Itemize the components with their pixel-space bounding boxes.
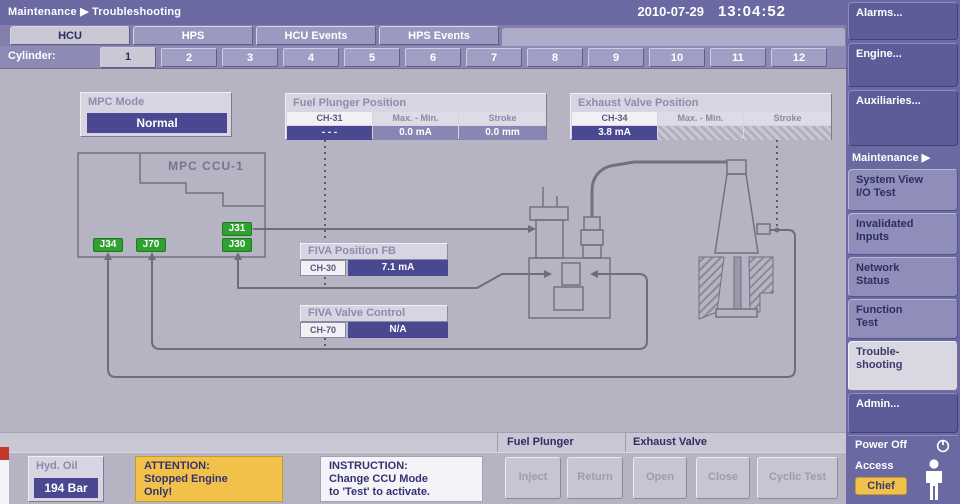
bottom-bar: Hyd. Oil 194 Bar ATTENTION: Stopped Engi…: [0, 452, 846, 504]
ch34-value: 3.8 mA: [572, 126, 657, 140]
cylinder-button-2[interactable]: 2: [161, 48, 217, 67]
fiva-position-fb-title: FIVA Position FB: [300, 243, 448, 260]
tab-hps[interactable]: HPS: [133, 26, 253, 45]
tab-bar-filler: [502, 28, 845, 46]
ch30-value: 7.1 mA: [348, 260, 448, 276]
exhaust-valve-graphic: [698, 159, 774, 320]
sidebar: Alarms... Engine... Auxiliaries... Maint…: [846, 0, 960, 504]
cylinder-button-12[interactable]: 12: [771, 48, 827, 67]
fuel-plunger-group-label: Fuel Plunger: [507, 436, 574, 448]
tab-bar: HCU HPS HCU Events HPS Events: [0, 25, 846, 46]
maxmin-value-na: [658, 126, 743, 140]
exhaust-valve-group-label: Exhaust Valve: [633, 436, 707, 448]
col-ch34: CH-34: [572, 112, 657, 125]
hyd-oil-label: Hyd. Oil: [36, 460, 78, 472]
ccu-box: [77, 152, 266, 258]
close-button[interactable]: Close: [696, 457, 750, 499]
cyclic-test-button[interactable]: Cyclic Test: [757, 457, 838, 499]
sidebar-admin-button[interactable]: Admin...: [848, 393, 958, 433]
cylinder-button-10[interactable]: 10: [649, 48, 705, 67]
connector-j34: J34: [93, 238, 123, 252]
return-button[interactable]: Return: [567, 457, 623, 499]
operator-icon: [922, 459, 946, 504]
cylinder-selector: Cylinder: 1 2 3 4 5 6 7 8 9 10 11 12: [0, 46, 846, 69]
exhaust-valve-position-title: Exhaust Valve Position: [578, 97, 699, 109]
fiva-valve-control-title: FIVA Valve Control: [300, 305, 448, 322]
attention-message: ATTENTION: Stopped Engine Only!: [135, 456, 283, 502]
col-maxmin-ev: Max. - Min.: [658, 112, 743, 125]
wire-j70: [151, 255, 648, 350]
ch70-value: N/A: [348, 322, 448, 338]
cylinder-button-7[interactable]: 7: [466, 48, 522, 67]
wire-j30: [237, 255, 544, 289]
access-level-badge[interactable]: Chief: [855, 477, 907, 495]
tab-hcu[interactable]: HCU: [10, 26, 130, 45]
tab-hps-events[interactable]: HPS Events: [379, 26, 499, 45]
col-maxmin: Max. - Min.: [373, 112, 458, 125]
cylinder-button-8[interactable]: 8: [527, 48, 583, 67]
valve-position-sensor: [756, 223, 771, 235]
ch31-value: - - -: [287, 126, 372, 140]
col-stroke: Stroke: [459, 112, 546, 125]
sidebar-engine-button[interactable]: Engine...: [848, 43, 958, 87]
stroke-value-na: [744, 126, 831, 140]
edge-indicator: [0, 447, 9, 504]
sidebar-function-test-button[interactable]: Function Test: [848, 299, 958, 339]
open-button[interactable]: Open: [633, 457, 687, 499]
fuel-plunger-position-title: Fuel Plunger Position: [293, 97, 407, 109]
mpc-mode-panel: MPC Mode Normal: [80, 92, 232, 137]
hyd-oil-panel: Hyd. Oil 194 Bar: [28, 456, 104, 502]
exhaust-valve-position-panel: Exhaust Valve Position CH-34 Max. - Min.…: [570, 93, 832, 140]
access-panel: Access Chief: [848, 457, 958, 502]
sidebar-maintenance-header[interactable]: Maintenance ▶: [852, 152, 931, 164]
hcu-diagram: MPC Mode Normal Fuel Plunger Position CH…: [0, 69, 846, 432]
mpc-mode-label: MPC Mode: [88, 96, 145, 108]
sidebar-alarms-button[interactable]: Alarms...: [848, 2, 958, 40]
stroke-value: 0.0 mm: [459, 126, 546, 140]
diagram-linework: [77, 140, 796, 378]
connector-j70: J70: [136, 238, 166, 252]
group-separator: [625, 433, 626, 453]
cylinder-button-11[interactable]: 11: [710, 48, 766, 67]
power-off-button[interactable]: Power Off: [848, 435, 958, 455]
ch70-label: CH-70: [300, 322, 346, 338]
connector-j31: J31: [222, 222, 252, 236]
col-ch31: CH-31: [287, 112, 372, 125]
sidebar-troubleshooting-button[interactable]: Trouble- shooting: [848, 341, 958, 391]
bottom-group-strip: Fuel Plunger Exhaust Valve: [0, 432, 846, 453]
wire-j34: [107, 229, 796, 378]
tab-hcu-events[interactable]: HCU Events: [256, 26, 376, 45]
time-display: 13:04:52: [717, 3, 786, 20]
cylinder-button-3[interactable]: 3: [222, 48, 278, 67]
power-icon: [936, 439, 950, 456]
access-label: Access: [855, 460, 894, 472]
cylinder-button-6[interactable]: 6: [405, 48, 461, 67]
connector-j30: J30: [222, 238, 252, 252]
cylinder-button-5[interactable]: 5: [344, 48, 400, 67]
group-separator: [497, 433, 498, 453]
instruction-message: INSTRUCTION: Change CCU Mode to 'Test' t…: [320, 456, 483, 502]
date-display: 2010-07-29: [637, 4, 704, 19]
sidebar-system-view-io-test-button[interactable]: System View I/O Test: [848, 169, 958, 211]
mpc-mode-value: Normal: [87, 113, 227, 133]
fuel-pump-graphic: [528, 160, 727, 319]
ch30-label: CH-30: [300, 260, 346, 276]
sidebar-network-status-button[interactable]: Network Status: [848, 257, 958, 297]
maxmin-value: 0.0 mA: [373, 126, 458, 140]
cylinder-button-4[interactable]: 4: [283, 48, 339, 67]
title-bar: Maintenance ▶ Troubleshooting 2010-07-29…: [0, 0, 846, 25]
breadcrumb: Maintenance ▶ Troubleshooting: [8, 6, 182, 18]
ccu-title: MPC CCU-1: [168, 159, 244, 173]
alarm-indicator: [0, 447, 9, 460]
cylinder-button-9[interactable]: 9: [588, 48, 644, 67]
fuel-plunger-position-panel: Fuel Plunger Position CH-31 Max. - Min. …: [285, 93, 547, 140]
col-stroke-ev: Stroke: [744, 112, 831, 125]
sidebar-invalidated-inputs-button[interactable]: Invalidated Inputs: [848, 213, 958, 255]
hyd-oil-value: 194 Bar: [34, 478, 98, 498]
inject-button[interactable]: Inject: [505, 457, 561, 499]
clock: 2010-07-29 13:04:52: [637, 3, 786, 21]
cylinder-label: Cylinder:: [8, 50, 56, 62]
cylinder-button-1[interactable]: 1: [100, 47, 156, 68]
sidebar-auxiliaries-button[interactable]: Auxiliaries...: [848, 90, 958, 146]
